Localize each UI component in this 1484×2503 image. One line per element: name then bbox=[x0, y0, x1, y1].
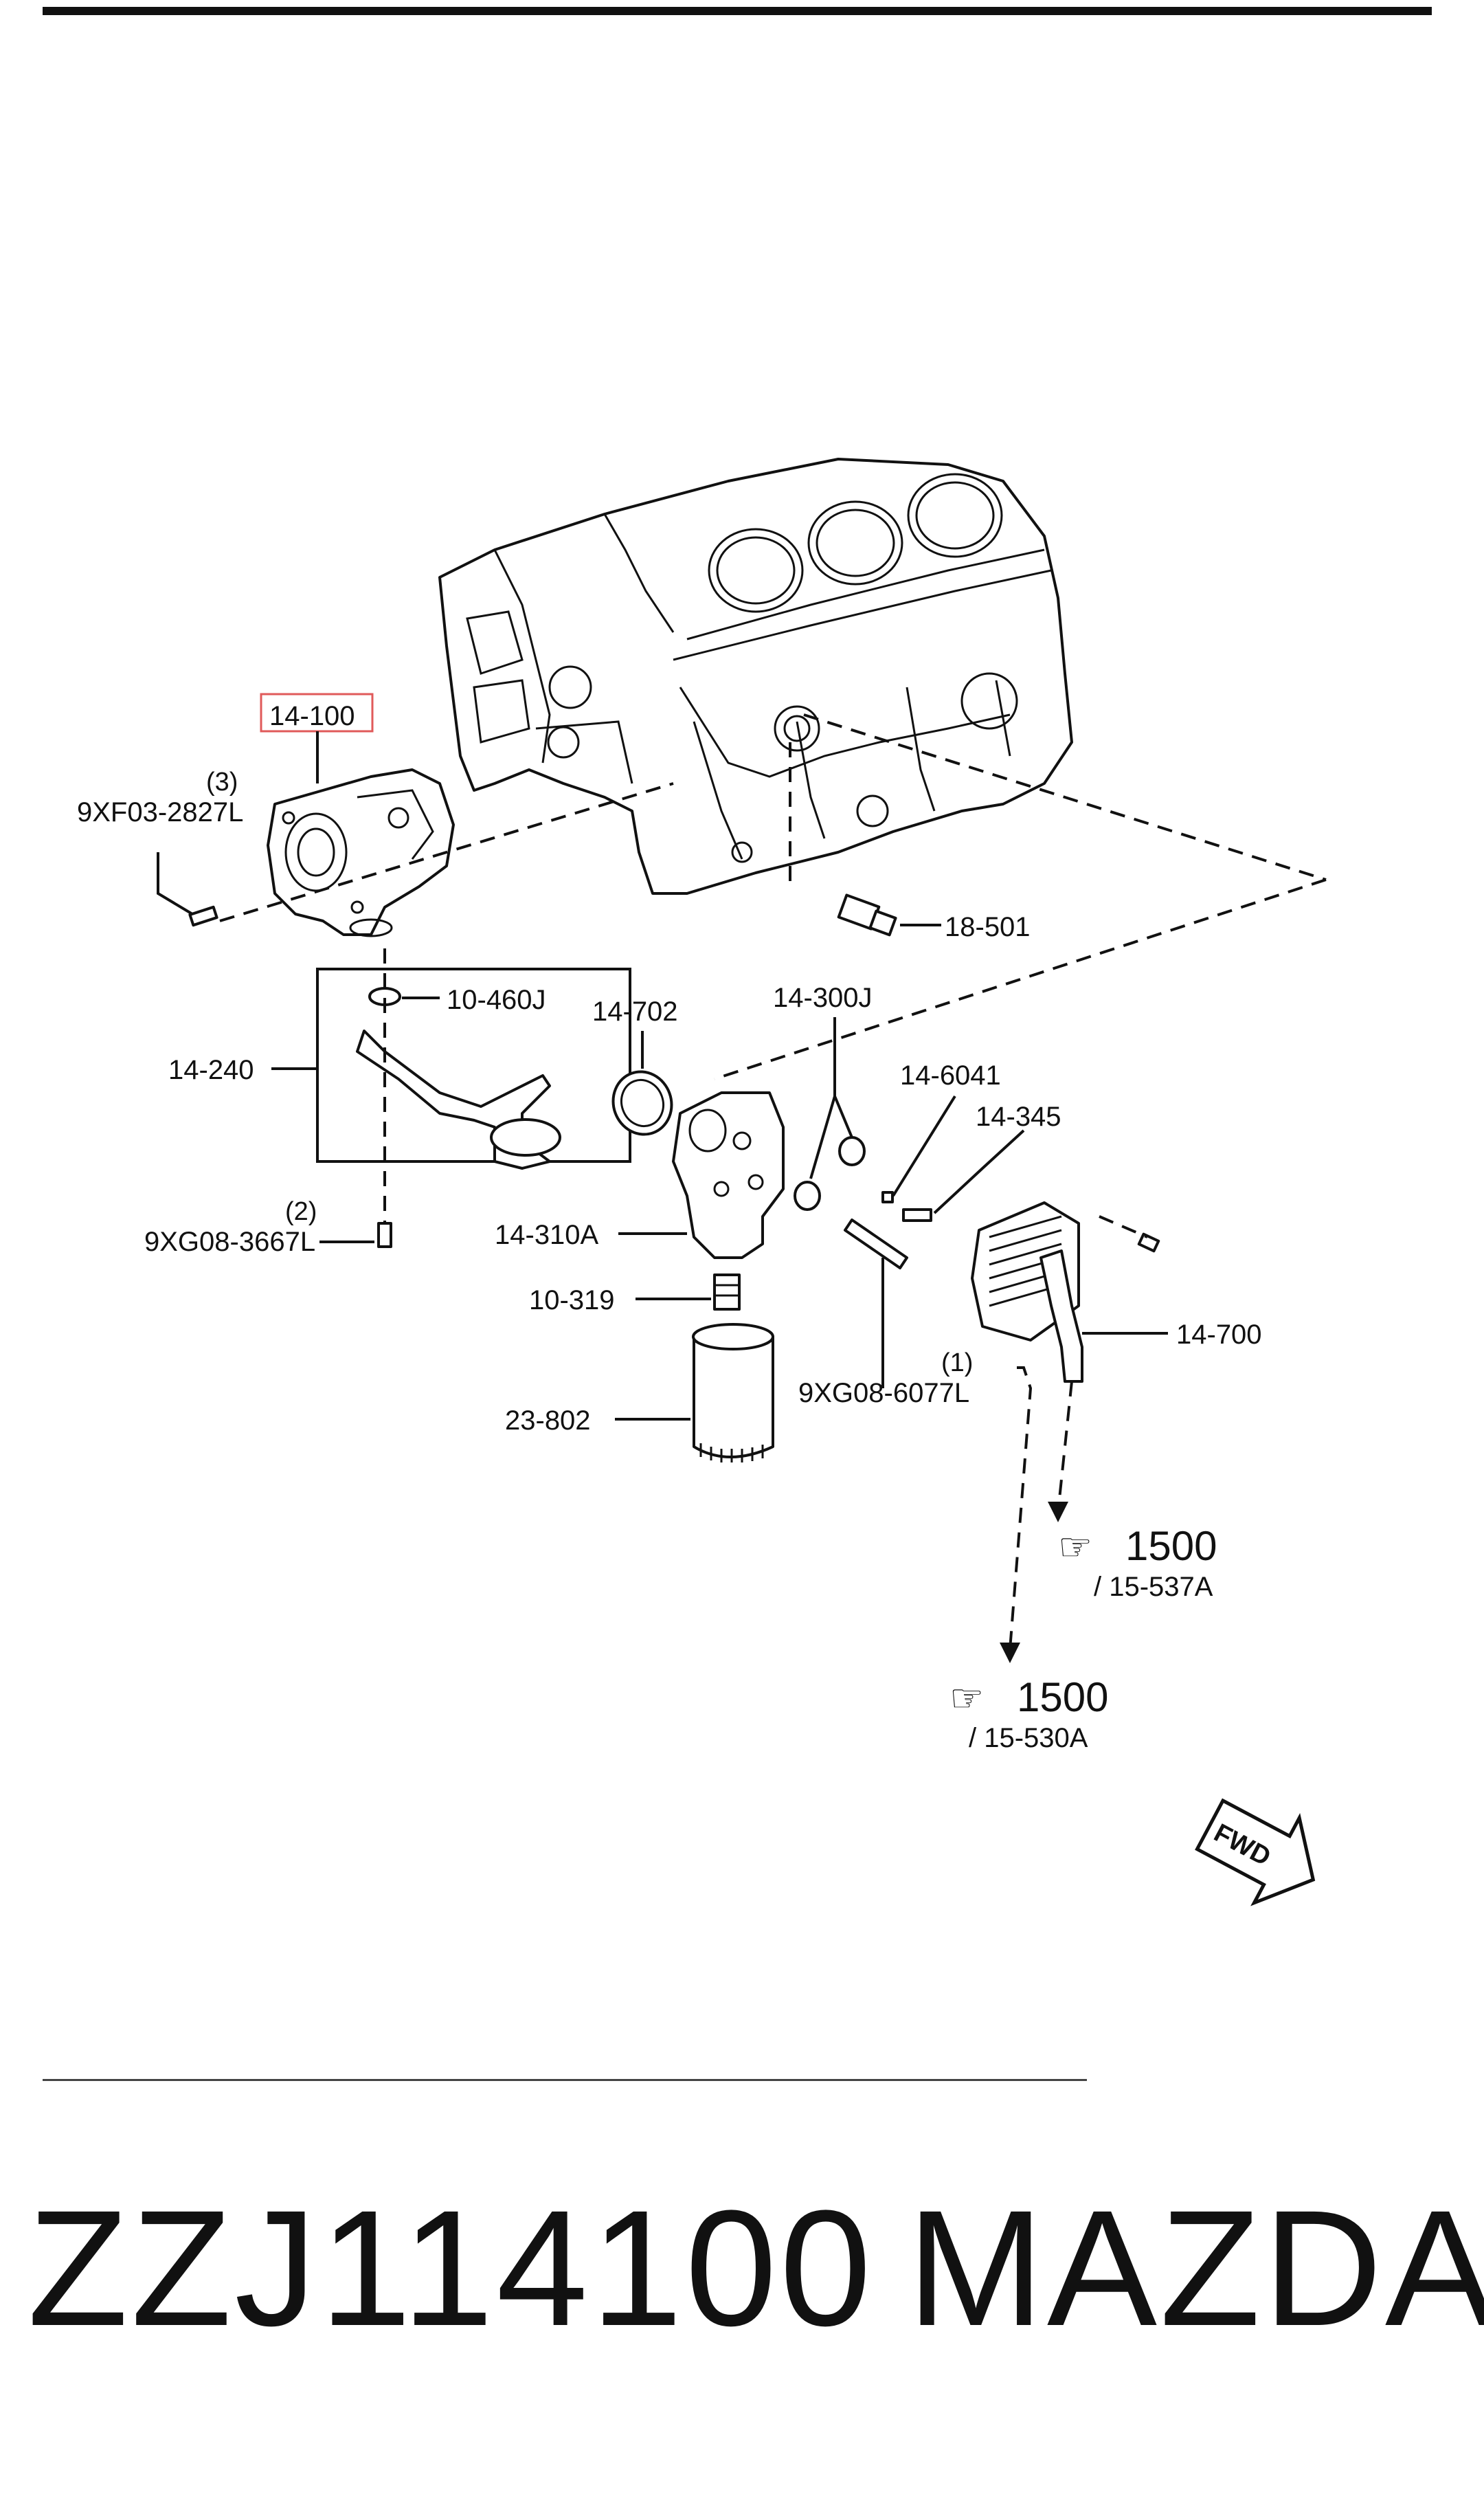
ref-pointer-1: ☞ 1500 / 15-537A bbox=[1058, 1523, 1217, 1602]
cooler-bolt-line bbox=[1099, 1215, 1148, 1238]
gasket-ring bbox=[611, 1031, 673, 1136]
label-oring: 10-460J bbox=[447, 985, 546, 1015]
filter-align-line-a bbox=[803, 713, 1327, 881]
ref-group-1: 1500 bbox=[1125, 1523, 1217, 1569]
label-strainer: 14-240 bbox=[168, 1055, 254, 1085]
pump-align-line bbox=[219, 782, 674, 922]
oil-strainer bbox=[356, 1030, 561, 1170]
label-oil-cooler: 14-700 bbox=[1176, 1320, 1262, 1350]
label-oil-pump-bolt-qty: (3) bbox=[206, 768, 238, 797]
part-number: ZZJ114100 bbox=[27, 2176, 875, 2360]
label-long-bolt-qty: (1) bbox=[941, 1348, 973, 1377]
label-pin: 14-6041 bbox=[900, 1060, 1001, 1091]
ref-group-2: 1500 bbox=[1017, 1674, 1108, 1720]
label-nipple: 10-319 bbox=[529, 1285, 615, 1315]
hand-icon: ☞ bbox=[949, 1676, 984, 1721]
label-oil-filter: 23-802 bbox=[505, 1405, 591, 1436]
strainer-bolt bbox=[377, 1222, 392, 1248]
pin-and-bolt bbox=[881, 1095, 1025, 1222]
label-strainer-bolt-qty: (2) bbox=[285, 1197, 317, 1226]
ref-sub-2: / 15-530A bbox=[969, 1723, 1088, 1753]
long-bolt bbox=[844, 1219, 908, 1388]
pump-bolt bbox=[157, 852, 218, 927]
oil-cooler bbox=[971, 1201, 1168, 1383]
label-bolt-345: 14-345 bbox=[976, 1102, 1061, 1132]
ref-pointer-2: ☞ 1500 / 15-530A bbox=[949, 1674, 1108, 1753]
filter-body-seals bbox=[794, 1017, 866, 1211]
filter-align-line-b bbox=[714, 878, 1327, 1080]
label-oil-pump-bolt: 9XF03-2827L bbox=[77, 797, 243, 827]
top-rule bbox=[43, 7, 1432, 15]
arrow-head-b bbox=[1000, 1643, 1020, 1663]
strainer-box bbox=[316, 968, 631, 1163]
oil-filter bbox=[615, 1323, 774, 1462]
engine-block bbox=[438, 458, 1073, 895]
arrow-head-a bbox=[1048, 1502, 1068, 1522]
oil-filter-body bbox=[618, 1091, 785, 1259]
nipple bbox=[636, 1273, 741, 1311]
label-sensor: 18-501 bbox=[945, 912, 1031, 942]
oil-pressure-sensor bbox=[837, 893, 941, 937]
label-strainer-bolt: 9XG08-3667L bbox=[144, 1227, 315, 1257]
cooler-align-line-b bbox=[1009, 1366, 1033, 1650]
label-oil-pump: 14-100 bbox=[269, 701, 355, 731]
label-gasket-ring: 14-702 bbox=[592, 997, 678, 1027]
label-filter-body: 14-310A bbox=[495, 1220, 599, 1250]
oil-pump bbox=[267, 768, 455, 937]
bottom-divider bbox=[43, 2079, 1087, 2081]
brand-name: MAZDA bbox=[907, 2176, 1484, 2360]
label-filter-body-seals: 14-300J bbox=[773, 983, 873, 1013]
cooler-align-line-a bbox=[1057, 1381, 1073, 1513]
fwd-arrow-icon: FWD bbox=[1195, 1798, 1316, 1906]
label-long-bolt: 9XG08-6077L bbox=[798, 1378, 969, 1408]
hand-icon: ☞ bbox=[1058, 1525, 1092, 1570]
ref-sub-1: / 15-537A bbox=[1094, 1572, 1213, 1602]
